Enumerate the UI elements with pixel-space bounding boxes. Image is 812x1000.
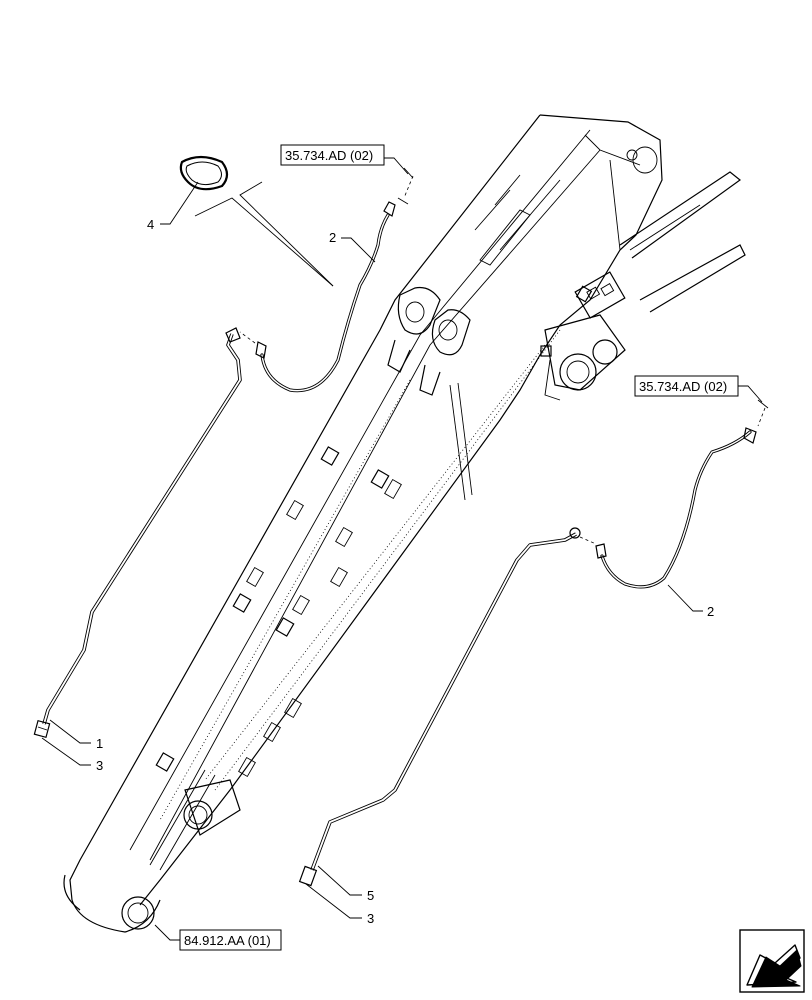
pipe-item-5 [298,527,597,887]
hose-item-2-lower [595,399,769,589]
hose-item-2-upper [239,167,414,393]
callout-item-5: 5 [367,888,374,903]
excavator-boom [63,114,746,933]
hose-clamps [155,285,593,778]
callout-item-2-lower: 2 [707,604,714,619]
callout-item-1: 1 [96,736,103,751]
callout-item-3-right: 3 [367,911,374,926]
reference-label: 35.734.AD (02) [285,148,373,163]
reference-link-boom-foot[interactable]: 84.912.AA (01) [179,929,282,951]
reference-label: 84.912.AA (01) [184,933,271,948]
callout-leaders [41,157,763,941]
callout-item-2-upper: 2 [329,230,336,245]
callout-item-3-left: 3 [96,758,103,773]
reference-link-top-hose[interactable]: 35.734.AD (02) [280,144,385,166]
pipe-item-1 [33,327,242,739]
reference-link-right-hose[interactable]: 35.734.AD (02) [634,375,739,397]
o-ring-item-4 [179,155,334,287]
reference-label: 35.734.AD (02) [639,379,727,394]
callout-item-4: 4 [147,217,154,232]
next-page-arrow-icon[interactable] [739,929,805,993]
